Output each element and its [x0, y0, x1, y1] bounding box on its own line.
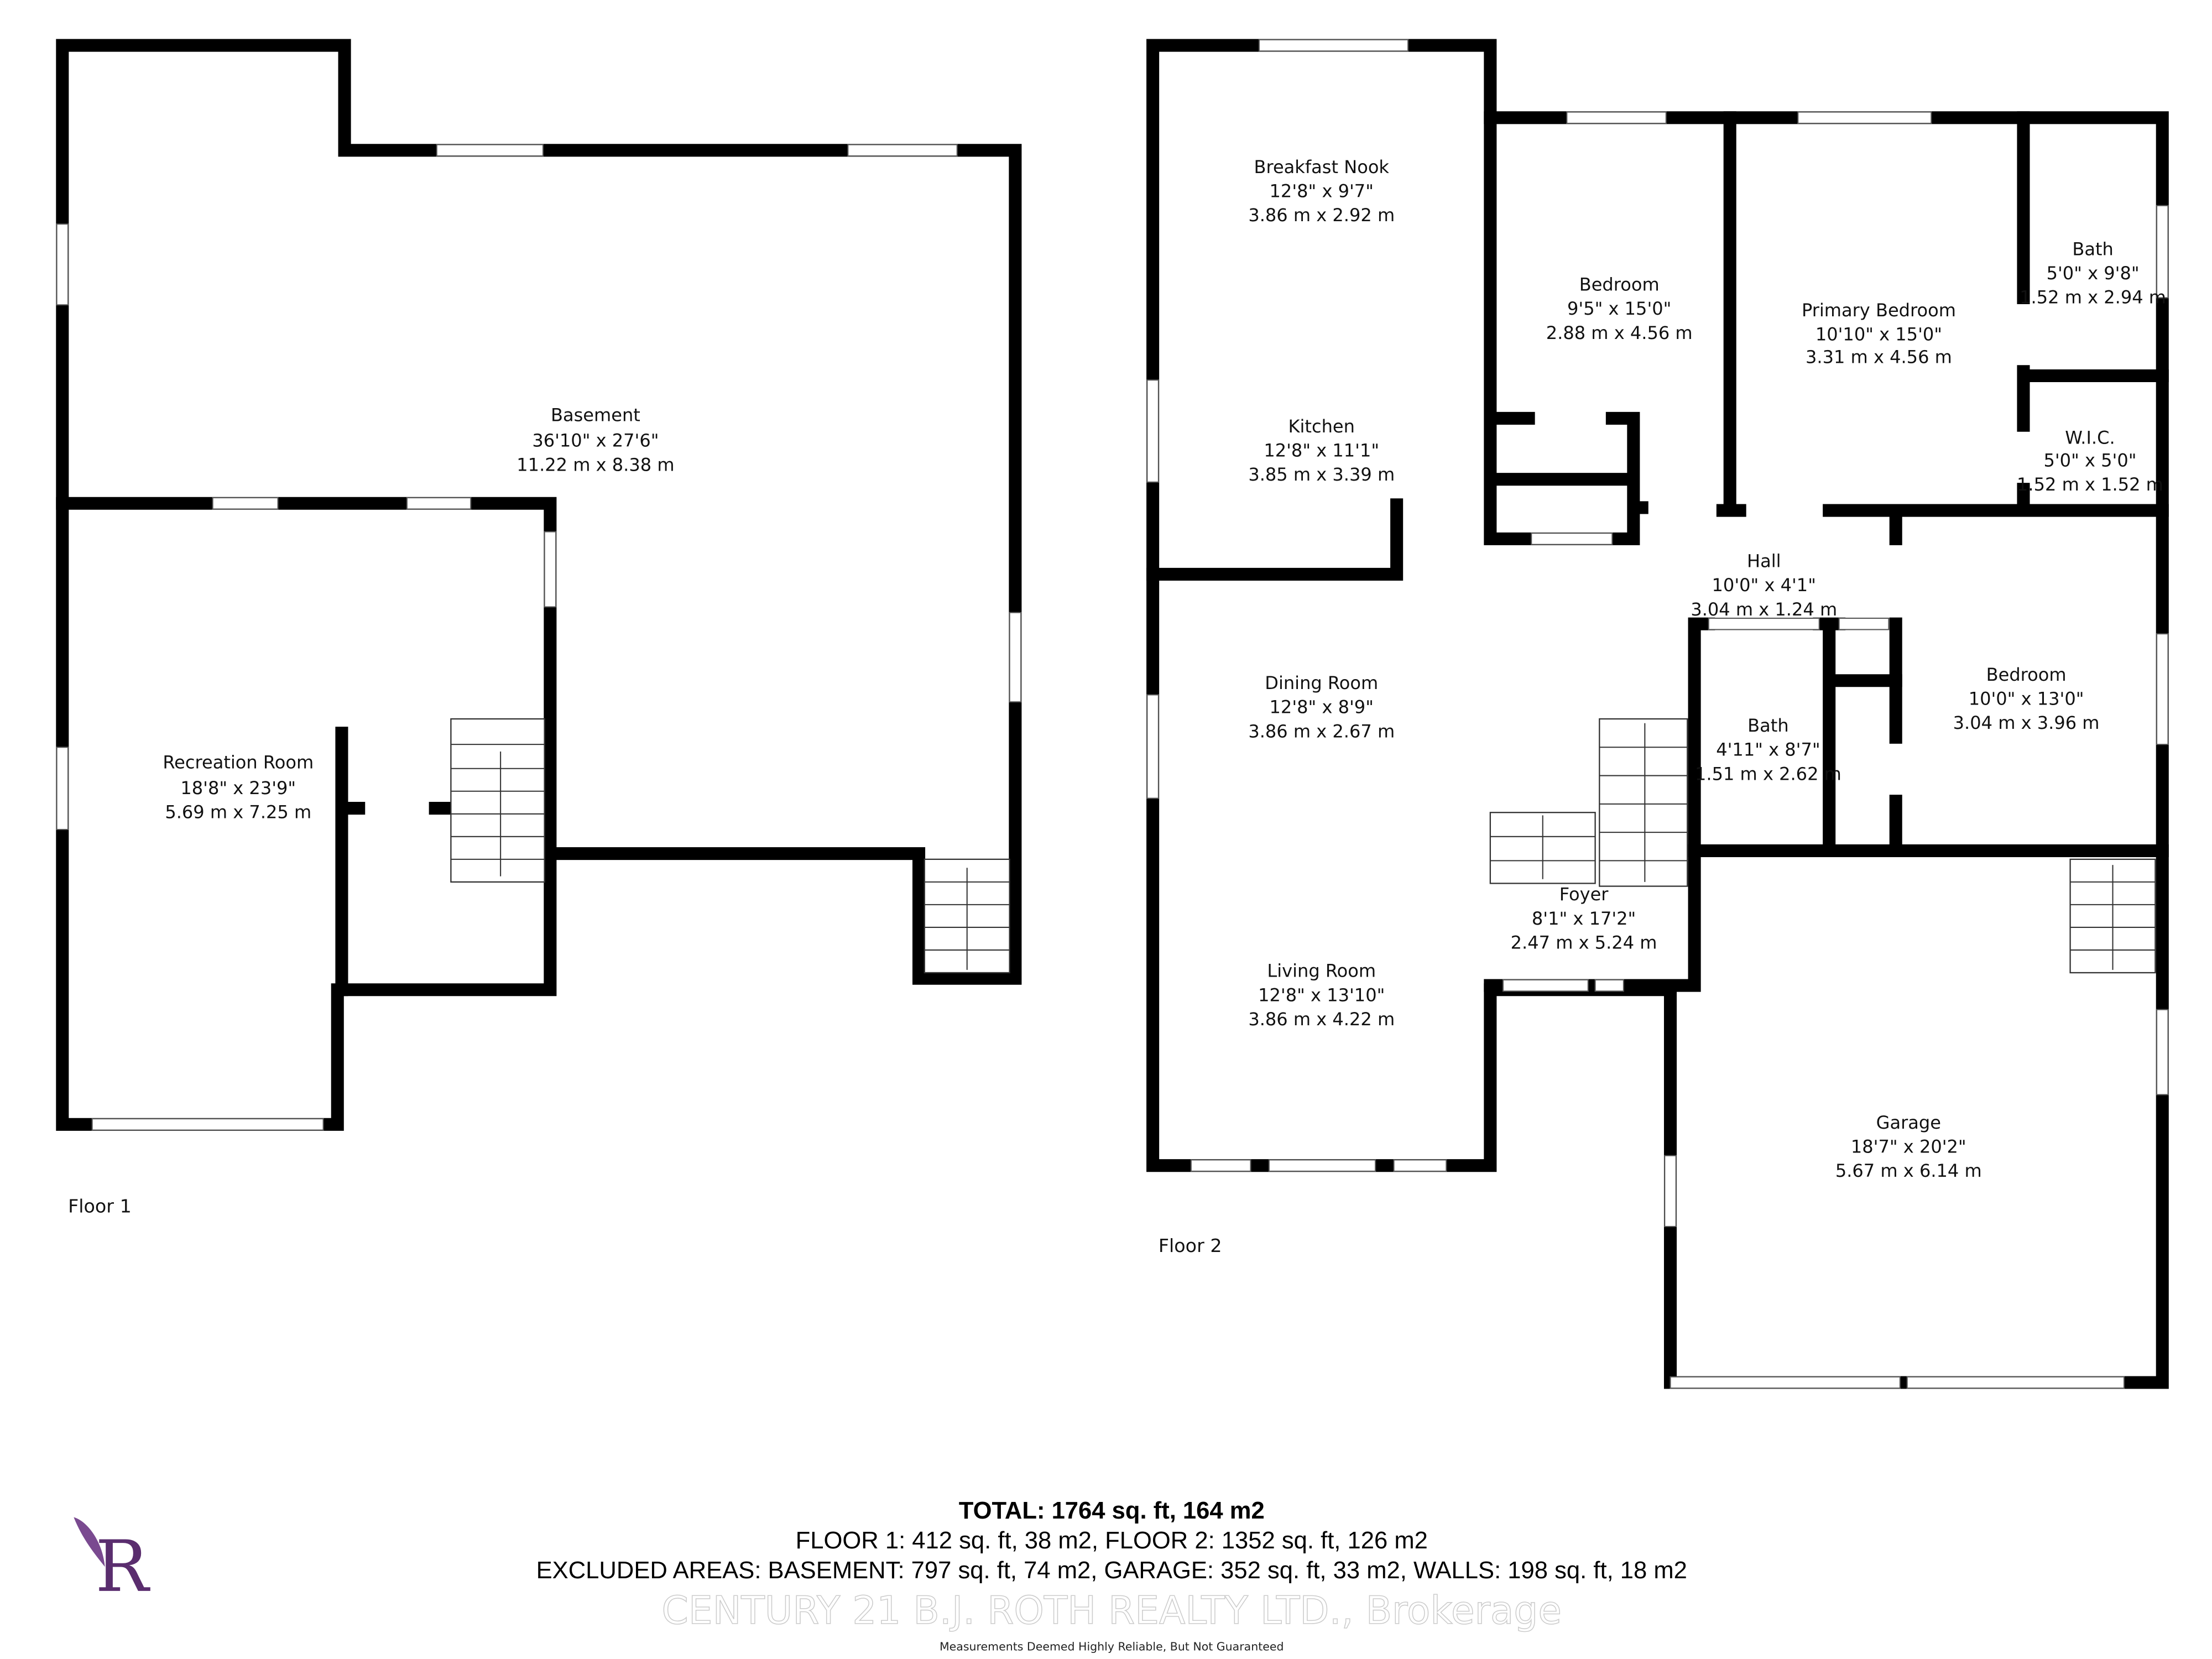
svg-text:Recreation Room: Recreation Room	[163, 752, 314, 773]
svg-text:18'8" x 23'9": 18'8" x 23'9"	[180, 778, 296, 799]
windows	[1146, 39, 2169, 1389]
svg-text:Kitchen: Kitchen	[1288, 416, 1355, 437]
room-label-breakfast-nook: Breakfast Nook 12'8" x 9'7" 3.86 m x 2.9…	[1248, 156, 1395, 226]
svg-text:3.04 m x 3.96 m: 3.04 m x 3.96 m	[1953, 712, 2100, 733]
recreation-room-wall	[56, 497, 557, 997]
bedroom-closet-wall	[1484, 111, 1648, 545]
bath-wall	[1688, 617, 1902, 858]
svg-text:2.47 m x 5.24 m: 2.47 m x 5.24 m	[1511, 932, 1657, 953]
svg-text:3.04 m x 1.24 m: 3.04 m x 1.24 m	[1691, 599, 1837, 620]
svg-text:Basement: Basement	[551, 405, 640, 426]
room-label-living-room: Living Room 12'8" x 13'10" 3.86 m x 4.22…	[1248, 961, 1395, 1030]
room-label-recreation-room: Recreation Room 18'8" x 23'9" 5.69 m x 7…	[163, 752, 314, 823]
svg-text:12'8" x 9'7": 12'8" x 9'7"	[1270, 180, 1374, 201]
floor-1-plan: Basement 36'10" x 27'6" 11.22 m x 8.38 m…	[56, 39, 1022, 1217]
svg-text:1.52 m x 1.52 m: 1.52 m x 1.52 m	[2017, 474, 2163, 495]
svg-text:Garage: Garage	[1876, 1112, 1941, 1133]
total-area: TOTAL: 1764 sq. ft, 164 m2	[959, 1498, 1265, 1524]
svg-text:Breakfast Nook: Breakfast Nook	[1254, 156, 1390, 178]
svg-text:Bedroom: Bedroom	[1579, 274, 1660, 295]
room-label-ensuite-bath: Bath 5'0" x 9'8" 1.52 m x 2.94 m	[2020, 239, 2166, 308]
brokerage-watermark: CENTURY 21 B.J. ROTH REALTY LTD., Broker…	[662, 1589, 1562, 1633]
staircase	[1489, 718, 2156, 974]
floor-1-exterior-wall	[56, 39, 1022, 1131]
svg-text:12'8" x 8'9": 12'8" x 8'9"	[1270, 697, 1374, 718]
kitchen-wall	[1146, 498, 1404, 581]
primary-bedroom-wall	[1716, 111, 1746, 517]
svg-text:Hall: Hall	[1747, 551, 1781, 572]
room-label-primary-bedroom: Primary Bedroom 10'10" x 15'0" 3.31 m x …	[1802, 300, 1956, 368]
svg-text:12'8" x 11'1": 12'8" x 11'1"	[1264, 440, 1379, 461]
svg-text:5'0" x 5'0": 5'0" x 5'0"	[2043, 450, 2136, 471]
svg-text:W.I.C.: W.I.C.	[2065, 427, 2115, 448]
logo-letter: R	[95, 1526, 150, 1608]
svg-text:10'10" x 15'0": 10'10" x 15'0"	[1815, 324, 1942, 345]
svg-text:11.22 m x 8.38 m: 11.22 m x 8.38 m	[517, 454, 674, 475]
svg-text:Bath: Bath	[2072, 239, 2114, 260]
floor-2-plan: Breakfast Nook 12'8" x 9'7" 3.86 m x 2.9…	[1146, 39, 2169, 1389]
room-label-garage: Garage 18'7" x 20'2" 5.67 m x 6.14 m	[1835, 1112, 1982, 1181]
room-label-bath: Bath 4'11" x 8'7" 1.51 m x 2.62 m	[1695, 715, 1841, 784]
svg-text:8'1" x 17'2": 8'1" x 17'2"	[1532, 908, 1636, 929]
feather-icon	[74, 1517, 105, 1567]
room-label-dining-room: Dining Room 12'8" x 8'9" 3.86 m x 2.67 m	[1248, 672, 1395, 742]
svg-text:3.86 m x 2.67 m: 3.86 m x 2.67 m	[1248, 721, 1395, 742]
svg-text:18'7" x 20'2": 18'7" x 20'2"	[1851, 1136, 1966, 1157]
svg-text:9'5" x 15'0": 9'5" x 15'0"	[1567, 298, 1671, 319]
area-summary: TOTAL: 1764 sq. ft, 164 m2 FLOOR 1: 412 …	[536, 1498, 1687, 1584]
excluded-areas: EXCLUDED AREAS: BASEMENT: 797 sq. ft, 74…	[536, 1557, 1687, 1584]
svg-text:5'0" x 9'8": 5'0" x 9'8"	[2047, 263, 2140, 284]
svg-text:1.51 m x 2.62 m: 1.51 m x 2.62 m	[1695, 763, 1841, 784]
svg-text:1.52 m x 2.94 m: 1.52 m x 2.94 m	[2020, 287, 2166, 308]
svg-text:5.69 m x 7.25 m: 5.69 m x 7.25 m	[165, 801, 311, 822]
disclaimer: Measurements Deemed Highly Reliable, But…	[940, 1640, 1284, 1653]
svg-text:Foyer: Foyer	[1559, 884, 1609, 905]
svg-text:3.85 m x 3.39 m: 3.85 m x 3.39 m	[1248, 464, 1395, 485]
brokerage-logo: R	[74, 1517, 150, 1608]
room-label-foyer: Foyer 8'1" x 17'2" 2.47 m x 5.24 m	[1511, 884, 1657, 953]
floor-2-label: Floor 2	[1159, 1235, 1222, 1256]
room-label-hall: Hall 10'0" x 4'1" 3.04 m x 1.24 m	[1691, 551, 1837, 620]
room-label-bedroom: Bedroom 9'5" x 15'0" 2.88 m x 4.56 m	[1546, 274, 1693, 343]
svg-text:3.86 m x 2.92 m: 3.86 m x 2.92 m	[1248, 205, 1395, 226]
svg-text:5.67 m x 6.14 m: 5.67 m x 6.14 m	[1835, 1160, 1982, 1181]
room-label-bedroom-2: Bedroom 10'0" x 13'0" 3.04 m x 3.96 m	[1953, 664, 2100, 733]
svg-text:Dining Room: Dining Room	[1265, 672, 1378, 693]
svg-text:12'8" x 13'10": 12'8" x 13'10"	[1258, 984, 1385, 1005]
svg-text:4'11" x 8'7": 4'11" x 8'7"	[1716, 739, 1820, 760]
room-label-wic: W.I.C. 5'0" x 5'0" 1.52 m x 1.52 m	[2017, 427, 2163, 495]
floor-areas: FLOOR 1: 412 sq. ft, 38 m2, FLOOR 2: 135…	[796, 1527, 1428, 1554]
room-label-basement: Basement 36'10" x 27'6" 11.22 m x 8.38 m	[517, 405, 674, 476]
room-label-kitchen: Kitchen 12'8" x 11'1" 3.85 m x 3.39 m	[1248, 416, 1395, 485]
svg-text:3.31 m x 4.56 m: 3.31 m x 4.56 m	[1806, 346, 1952, 367]
ensuite-wall	[1823, 111, 2169, 517]
svg-text:Bath: Bath	[1747, 715, 1789, 736]
windows	[56, 144, 1022, 1131]
svg-text:3.86 m x 4.22 m: 3.86 m x 4.22 m	[1248, 1009, 1395, 1030]
staircase	[450, 718, 1010, 974]
svg-text:10'0" x 4'1": 10'0" x 4'1"	[1712, 575, 1816, 596]
svg-text:Bedroom: Bedroom	[1986, 664, 2067, 685]
svg-text:Living Room: Living Room	[1267, 961, 1376, 982]
svg-text:2.88 m x 4.56 m: 2.88 m x 4.56 m	[1546, 322, 1693, 343]
svg-text:36'10" x 27'6": 36'10" x 27'6"	[532, 430, 659, 451]
svg-text:Primary Bedroom: Primary Bedroom	[1802, 300, 1956, 321]
floor-1-label: Floor 1	[68, 1195, 132, 1217]
svg-text:10'0" x 13'0": 10'0" x 13'0"	[1969, 688, 2084, 709]
